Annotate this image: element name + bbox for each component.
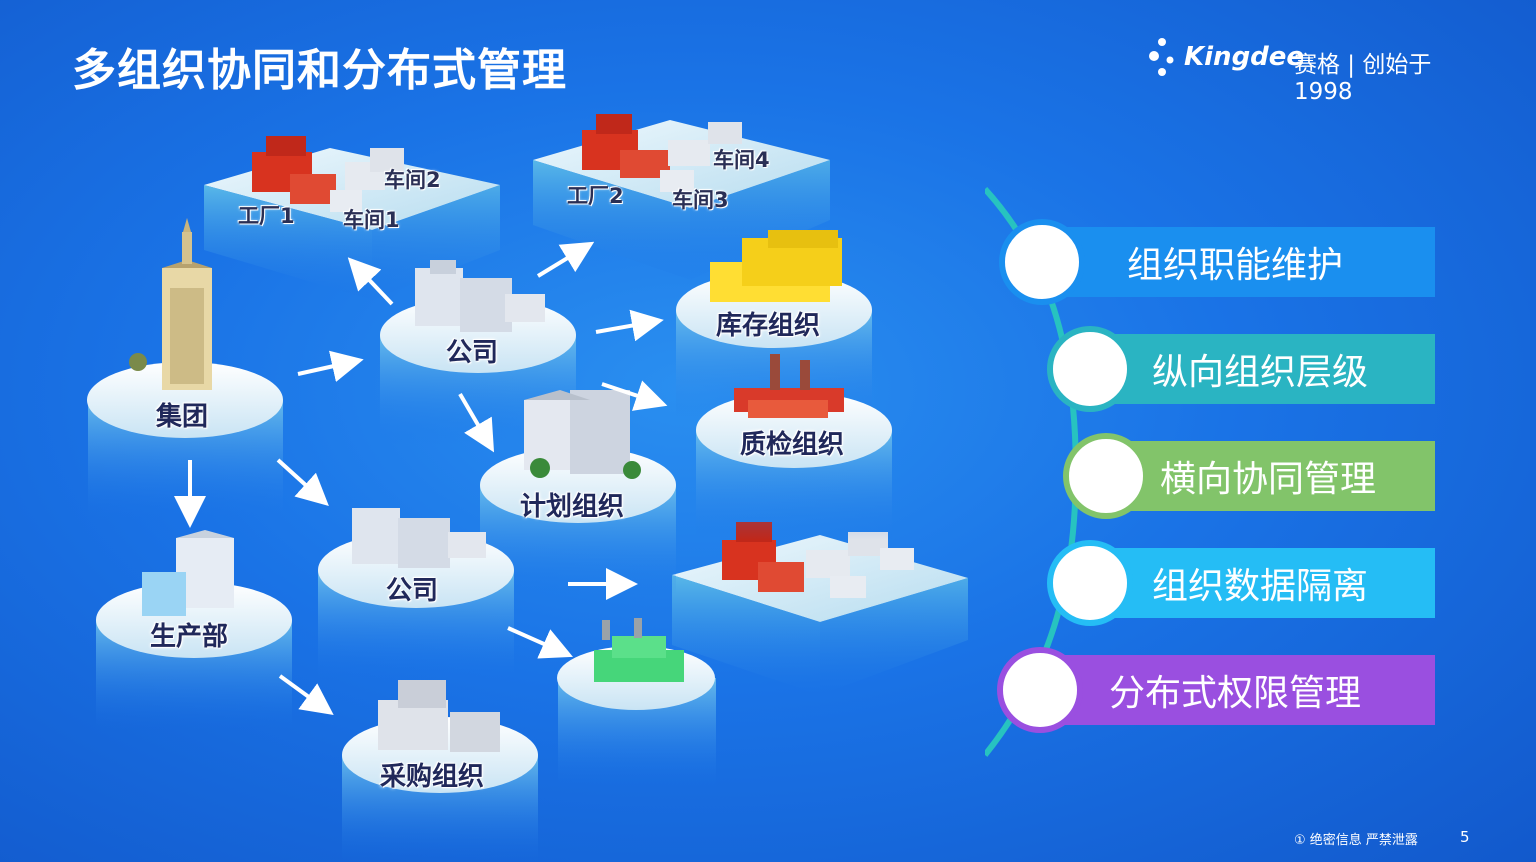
menu-item-org-function[interactable]: 组织职能维护 bbox=[1035, 227, 1435, 297]
org-diagram: 集团 公司 库存组织 质检组织 计划组织 公司 生产部 采购组织 工厂1 车间1… bbox=[0, 100, 980, 862]
menu-bullet-4 bbox=[1047, 540, 1133, 626]
label-planning: 计划组织 bbox=[520, 492, 625, 522]
label-quality: 质检组织 bbox=[740, 430, 845, 460]
disc-production bbox=[96, 530, 292, 730]
menu-item-label: 分布式权限管理 bbox=[1108, 673, 1361, 714]
label-company-top: 公司 bbox=[446, 338, 499, 368]
menu-bullet-1 bbox=[999, 219, 1085, 305]
page-number: 5 bbox=[1460, 828, 1470, 846]
menu-item-vertical-hierarchy[interactable]: 纵向组织层级 bbox=[1085, 334, 1435, 404]
label-workshop4: 车间4 bbox=[713, 148, 770, 172]
disc-quality bbox=[696, 354, 892, 540]
label-group: 集团 bbox=[156, 402, 209, 432]
label-factory2: 工厂2 bbox=[567, 184, 624, 208]
factory3-platform bbox=[672, 522, 968, 695]
disc-company-mid bbox=[318, 508, 514, 680]
menu-item-label: 横向协同管理 bbox=[1159, 459, 1376, 500]
disc-procurement bbox=[342, 680, 538, 862]
label-company-mid: 公司 bbox=[386, 576, 439, 606]
arrows bbox=[174, 241, 668, 716]
kingdee-logo: Kingdee 赛格 | 创始于1998 bbox=[1148, 36, 1488, 105]
menu-item-label: 组织职能维护 bbox=[1126, 245, 1343, 286]
page-title: 多组织协同和分布式管理 bbox=[72, 45, 567, 96]
menu-item-data-isolation[interactable]: 组织数据隔离 bbox=[1085, 548, 1435, 618]
label-procurement: 采购组织 bbox=[380, 762, 485, 792]
menu-item-label: 组织数据隔离 bbox=[1151, 566, 1368, 607]
factory2-platform bbox=[533, 114, 830, 280]
menu-item-label: 纵向组织层级 bbox=[1151, 352, 1368, 393]
label-workshop1: 车间1 bbox=[343, 208, 400, 232]
feature-menu: 组织职能维护 纵向组织层级 横向协同管理 组织数据隔离 分布式权限管理 bbox=[985, 185, 1445, 765]
menu-item-distributed-permission[interactable]: 分布式权限管理 bbox=[1035, 655, 1435, 725]
menu-item-horizontal-collab[interactable]: 横向协同管理 bbox=[1101, 441, 1435, 511]
menu-bullet-2 bbox=[1047, 326, 1133, 412]
confidential-notice: ① 绝密信息 严禁泄露 bbox=[1294, 833, 1418, 848]
logo-brand: Kingdee bbox=[1184, 42, 1305, 72]
logo-dots-icon bbox=[1149, 38, 1174, 76]
disc-green-factory bbox=[557, 618, 716, 788]
diagram-graphics bbox=[87, 114, 968, 862]
logo-tagline: 赛格 | 创始于1998 bbox=[1294, 52, 1432, 105]
label-workshop3: 车间3 bbox=[672, 188, 729, 212]
label-inventory: 库存组织 bbox=[716, 311, 821, 341]
factory1-platform bbox=[204, 136, 500, 300]
menu-bullet-3 bbox=[1063, 433, 1149, 519]
label-production: 生产部 bbox=[150, 622, 229, 652]
disc-company-top bbox=[380, 260, 576, 445]
menu-bullet-5 bbox=[997, 647, 1083, 733]
label-workshop2: 车间2 bbox=[384, 168, 441, 192]
label-factory1: 工厂1 bbox=[238, 204, 295, 228]
